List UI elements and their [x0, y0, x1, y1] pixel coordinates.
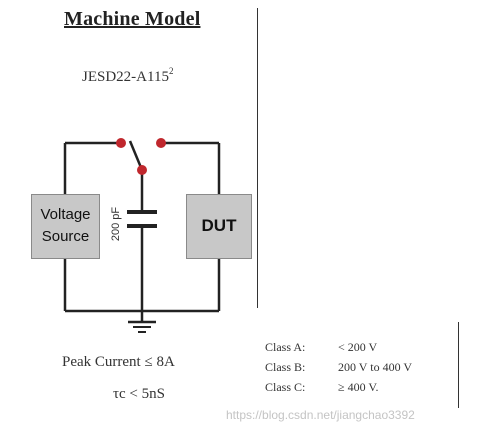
voltage-source-label-line2: Source	[41, 228, 90, 245]
switch-contact-left	[116, 138, 126, 148]
switch-contact-right	[156, 138, 166, 148]
class-c-value: ≥ 400 V.	[338, 380, 379, 394]
vertical-divider	[257, 8, 258, 308]
standard-footnote: 2	[168, 66, 174, 76]
class-a-name: Class A:	[265, 340, 306, 354]
dut-label: DUT	[201, 216, 237, 235]
voltage-source-box	[31, 194, 100, 259]
dut-box	[186, 194, 252, 259]
standard-text: JESD22-A115	[82, 69, 169, 85]
class-table-divider	[458, 322, 459, 408]
switch-blade	[128, 140, 144, 171]
class-a-value: < 200 V	[338, 340, 378, 354]
class-b-value: 200 V to 400 V	[338, 360, 413, 374]
class-c-name: Class C:	[265, 380, 306, 394]
capacitor-label: 200 pF	[110, 206, 122, 242]
watermark-text: https://blog.csdn.net/jiangchao3392	[226, 408, 415, 422]
tau-text: τc < 5nS	[113, 386, 165, 402]
peak-current-text: Peak Current ≤ 8A	[62, 354, 175, 370]
diagram-title: Machine Model	[64, 8, 201, 30]
voltage-source-label-line1: Voltage	[40, 206, 91, 223]
class-b-name: Class B:	[265, 360, 306, 374]
switch-contact-pivot	[137, 165, 147, 175]
standard-reference: JESD22-A1152	[82, 66, 173, 86]
